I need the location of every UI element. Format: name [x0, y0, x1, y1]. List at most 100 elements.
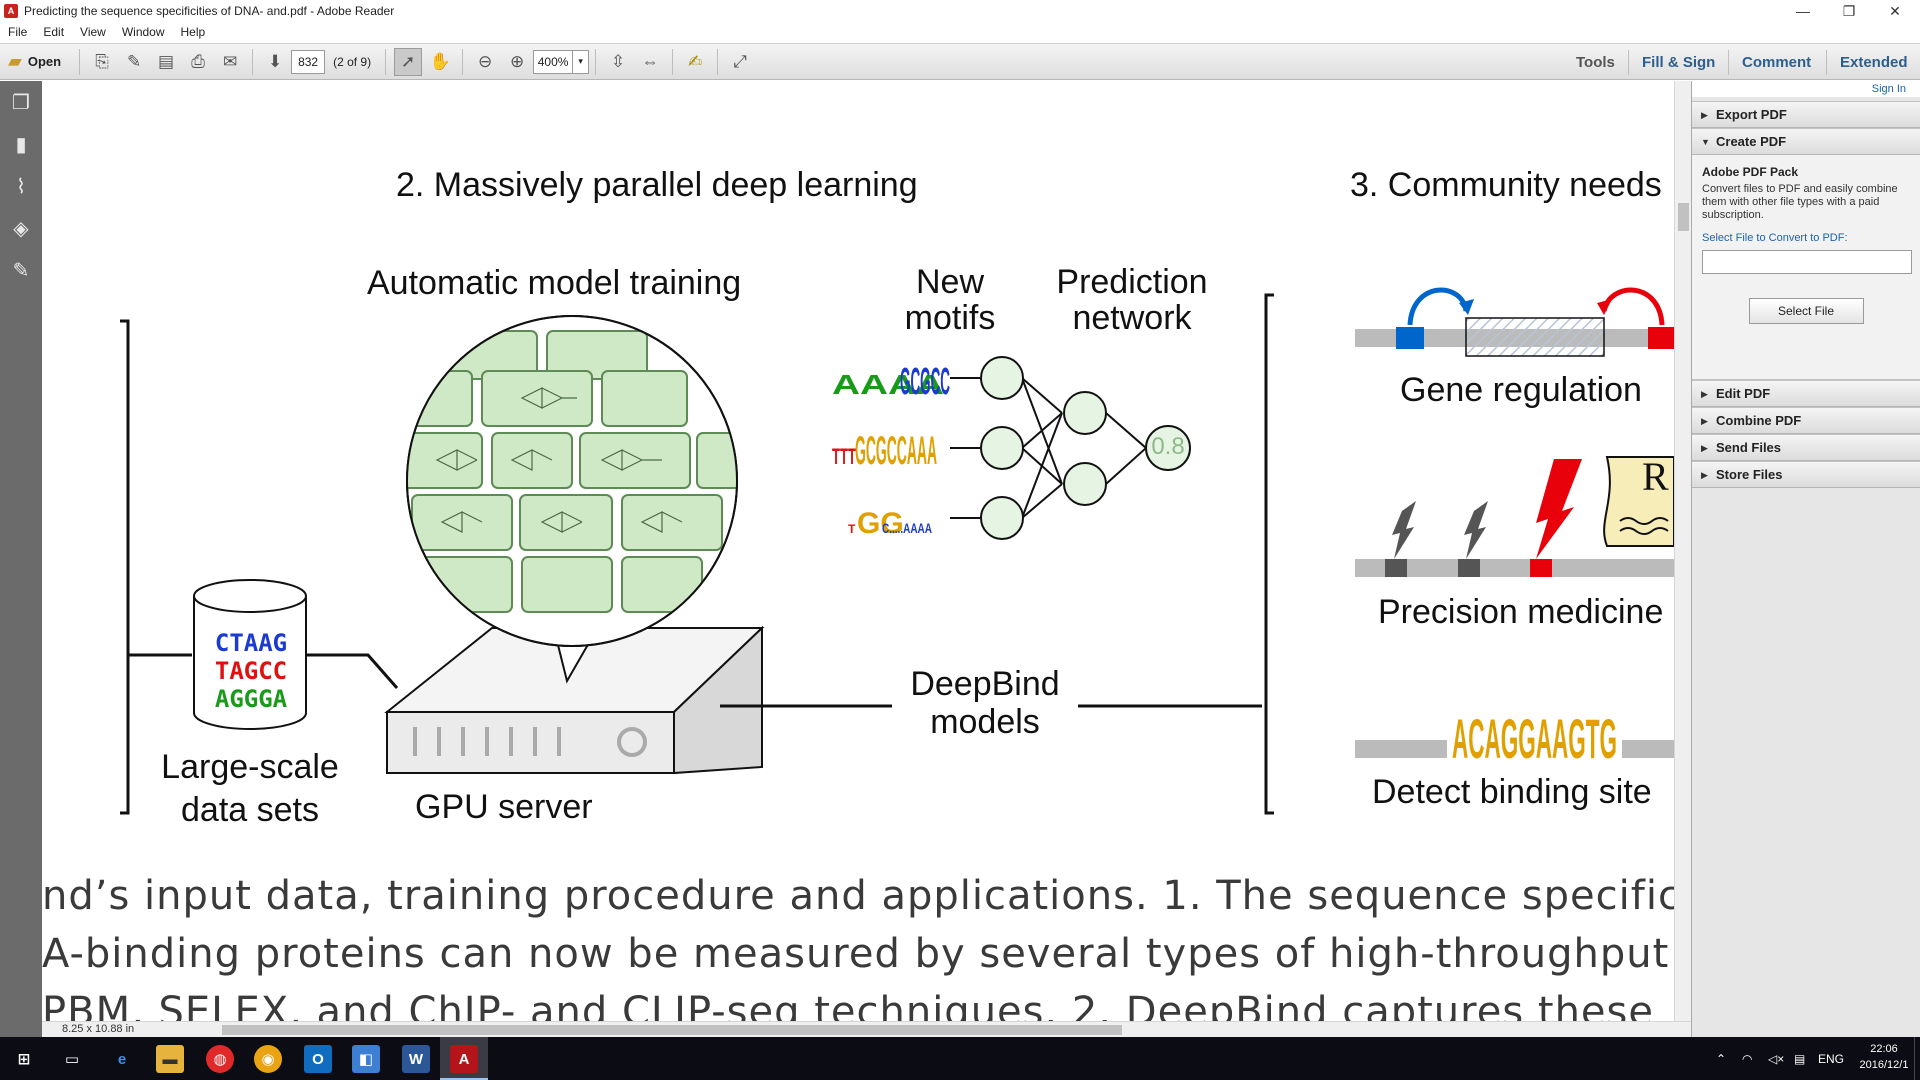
page-thumbnails-icon[interactable]: ❐: [12, 91, 30, 114]
signatures-icon[interactable]: ✎: [12, 259, 30, 282]
word-icon[interactable]: W: [402, 1045, 430, 1073]
model-training-bubble: [406, 315, 738, 684]
collapsed-arrow-icon: ▶: [1701, 416, 1708, 426]
toolbar-divider: [1728, 50, 1729, 75]
notification-icon[interactable]: ▤: [1794, 1051, 1806, 1066]
send-files-section[interactable]: ▶ Send Files: [1692, 434, 1920, 461]
label-data-sets: data sets: [181, 791, 319, 829]
fullscreen-icon[interactable]: ⤢: [733, 51, 747, 71]
tools-panel: Sign In ▶ Export PDF ▼ Create PDF Adobe …: [1691, 81, 1920, 1037]
bookmarks-icon[interactable]: ▮: [15, 133, 27, 156]
label-new-motifs: New motifs: [890, 264, 1010, 336]
sign-icon[interactable]: ✍: [687, 51, 703, 71]
horizontal-scrollbar[interactable]: 8.25 x 10.88 in: [42, 1021, 1691, 1037]
select-file-button[interactable]: Select File: [1748, 298, 1864, 324]
select-cursor-icon[interactable]: ➚: [394, 47, 423, 76]
sign-in-link[interactable]: Sign In: [1692, 81, 1920, 97]
input-language[interactable]: ENG: [1818, 1051, 1845, 1066]
comment-tab[interactable]: Comment: [1742, 54, 1812, 71]
binding-site-graphic: ACAGGAAGTG: [1355, 707, 1674, 770]
save-icon[interactable]: ▤: [158, 51, 175, 71]
menu-view[interactable]: View: [80, 25, 106, 39]
menu-edit[interactable]: Edit: [43, 25, 65, 39]
close-button[interactable]: ✕: [1889, 3, 1901, 19]
netease-music-icon[interactable]: ◍: [206, 1045, 234, 1073]
edge-browser-icon[interactable]: e: [117, 1050, 127, 1068]
create-pdf-section[interactable]: ▼ Create PDF: [1692, 128, 1920, 155]
zoom-in-icon[interactable]: ⊕: [509, 51, 525, 71]
fit-page-icon[interactable]: ⇳: [610, 51, 626, 71]
toolbar-separator: [717, 48, 719, 75]
menu-window[interactable]: Window: [121, 25, 165, 39]
vertical-scroll-thumb[interactable]: [1678, 203, 1689, 231]
tools-tab[interactable]: Tools: [1576, 54, 1615, 71]
show-desktop-button[interactable]: [1914, 1037, 1920, 1080]
toolbar-separator: [595, 48, 597, 75]
layers-icon[interactable]: ◈: [13, 217, 29, 240]
combine-pdf-label: Combine PDF: [1716, 413, 1802, 428]
fill-sign-tab[interactable]: Fill & Sign: [1642, 54, 1716, 71]
adobe-reader-taskbar-icon[interactable]: A: [450, 1045, 478, 1073]
document-view[interactable]: AAAA GCGCC TTT GCGCCAAA T GG C.....AAAA: [42, 81, 1674, 1037]
page-number-input[interactable]: 832: [291, 49, 326, 74]
zoom-dropdown-icon[interactable]: ▾: [573, 49, 590, 74]
label-models: models: [930, 703, 1040, 741]
hand-tool-icon[interactable]: ✋: [429, 51, 451, 71]
print-icon[interactable]: ⎙: [191, 51, 205, 71]
toolbar-separator: [79, 48, 81, 75]
attachments-icon[interactable]: ⌇: [16, 175, 26, 198]
sequence-2: TAGCC: [214, 657, 288, 685]
expanded-arrow-icon: ▼: [1701, 137, 1710, 147]
file-explorer-icon[interactable]: ▬: [156, 1045, 184, 1073]
combine-pdf-section[interactable]: ▶ Combine PDF: [1692, 407, 1920, 434]
svg-text:TTT: TTT: [832, 444, 856, 469]
binding-site-motif: ACAGGAAGTG: [1452, 707, 1617, 770]
page-size-label: 8.25 x 10.88 in: [62, 1023, 135, 1035]
label-deepbind: DeepBind: [910, 665, 1060, 703]
vertical-scrollbar[interactable]: [1674, 81, 1691, 1021]
collapsed-arrow-icon: ▶: [1701, 470, 1708, 480]
zoom-input[interactable]: 400%: [533, 49, 574, 74]
horizontal-scroll-thumb[interactable]: [222, 1025, 1122, 1035]
heading-community-needs: 3. Community needs: [1350, 166, 1662, 204]
export-pdf-section[interactable]: ▶ Export PDF: [1692, 101, 1920, 128]
zoom-out-icon[interactable]: ⊖: [477, 51, 493, 71]
svg-text:C.....AAAA: C.....AAAA: [882, 520, 932, 536]
minimize-button[interactable]: —: [1796, 3, 1810, 19]
label-prediction-network: Prediction network: [1042, 264, 1222, 336]
outlook-icon[interactable]: O: [304, 1045, 332, 1073]
extended-tab[interactable]: Extended: [1840, 54, 1908, 71]
fit-width-icon[interactable]: ⇔: [641, 51, 659, 71]
export-pdf-label: Export PDF: [1716, 107, 1787, 122]
heading-deep-learning: 2. Massively parallel deep learning: [396, 166, 918, 204]
create-pdf-icon[interactable]: ⎘: [95, 51, 109, 71]
gene-regulation-graphic: [1355, 287, 1674, 357]
database-sequences: CTAAG TAGCC AGGGA: [206, 629, 296, 713]
label-gpu-server: GPU server: [415, 788, 593, 826]
task-view-icon[interactable]: ▭: [64, 1051, 80, 1068]
menu-help[interactable]: Help: [180, 25, 206, 39]
windows-start-icon[interactable]: ⊞: [17, 1051, 31, 1068]
show-hidden-icons-icon[interactable]: ⌃: [1716, 1051, 1727, 1066]
label-network: network: [1072, 299, 1192, 337]
edit-icon[interactable]: ✎: [126, 51, 142, 71]
toolbar-separator: [672, 48, 674, 75]
restore-button[interactable]: ❐: [1842, 3, 1856, 19]
store-files-section[interactable]: ▶ Store Files: [1692, 461, 1920, 488]
open-button[interactable]: ▰ Open: [8, 51, 61, 72]
next-page-icon[interactable]: ⬇: [267, 51, 283, 71]
volume-icon[interactable]: ◁×: [1768, 1051, 1785, 1066]
network-icon[interactable]: ◠: [1742, 1051, 1753, 1066]
file-path-field[interactable]: [1702, 250, 1912, 274]
toolbar-separator: [252, 48, 254, 75]
system-clock[interactable]: 22:06 2016/12/1: [1844, 1041, 1920, 1073]
email-icon[interactable]: ✉: [222, 51, 238, 71]
collapsed-arrow-icon: ▶: [1701, 389, 1708, 399]
edit-pdf-section[interactable]: ▶ Edit PDF: [1692, 380, 1920, 407]
left-navigation-pane: ❐ ▮ ⌇ ◈ ✎: [0, 81, 42, 1037]
label-deepbind-models: DeepBind models: [900, 665, 1070, 741]
menu-file[interactable]: File: [8, 25, 28, 39]
chrome-icon[interactable]: ◉: [254, 1045, 282, 1073]
connector-line: [304, 653, 399, 689]
store-icon[interactable]: ◧: [352, 1045, 380, 1073]
